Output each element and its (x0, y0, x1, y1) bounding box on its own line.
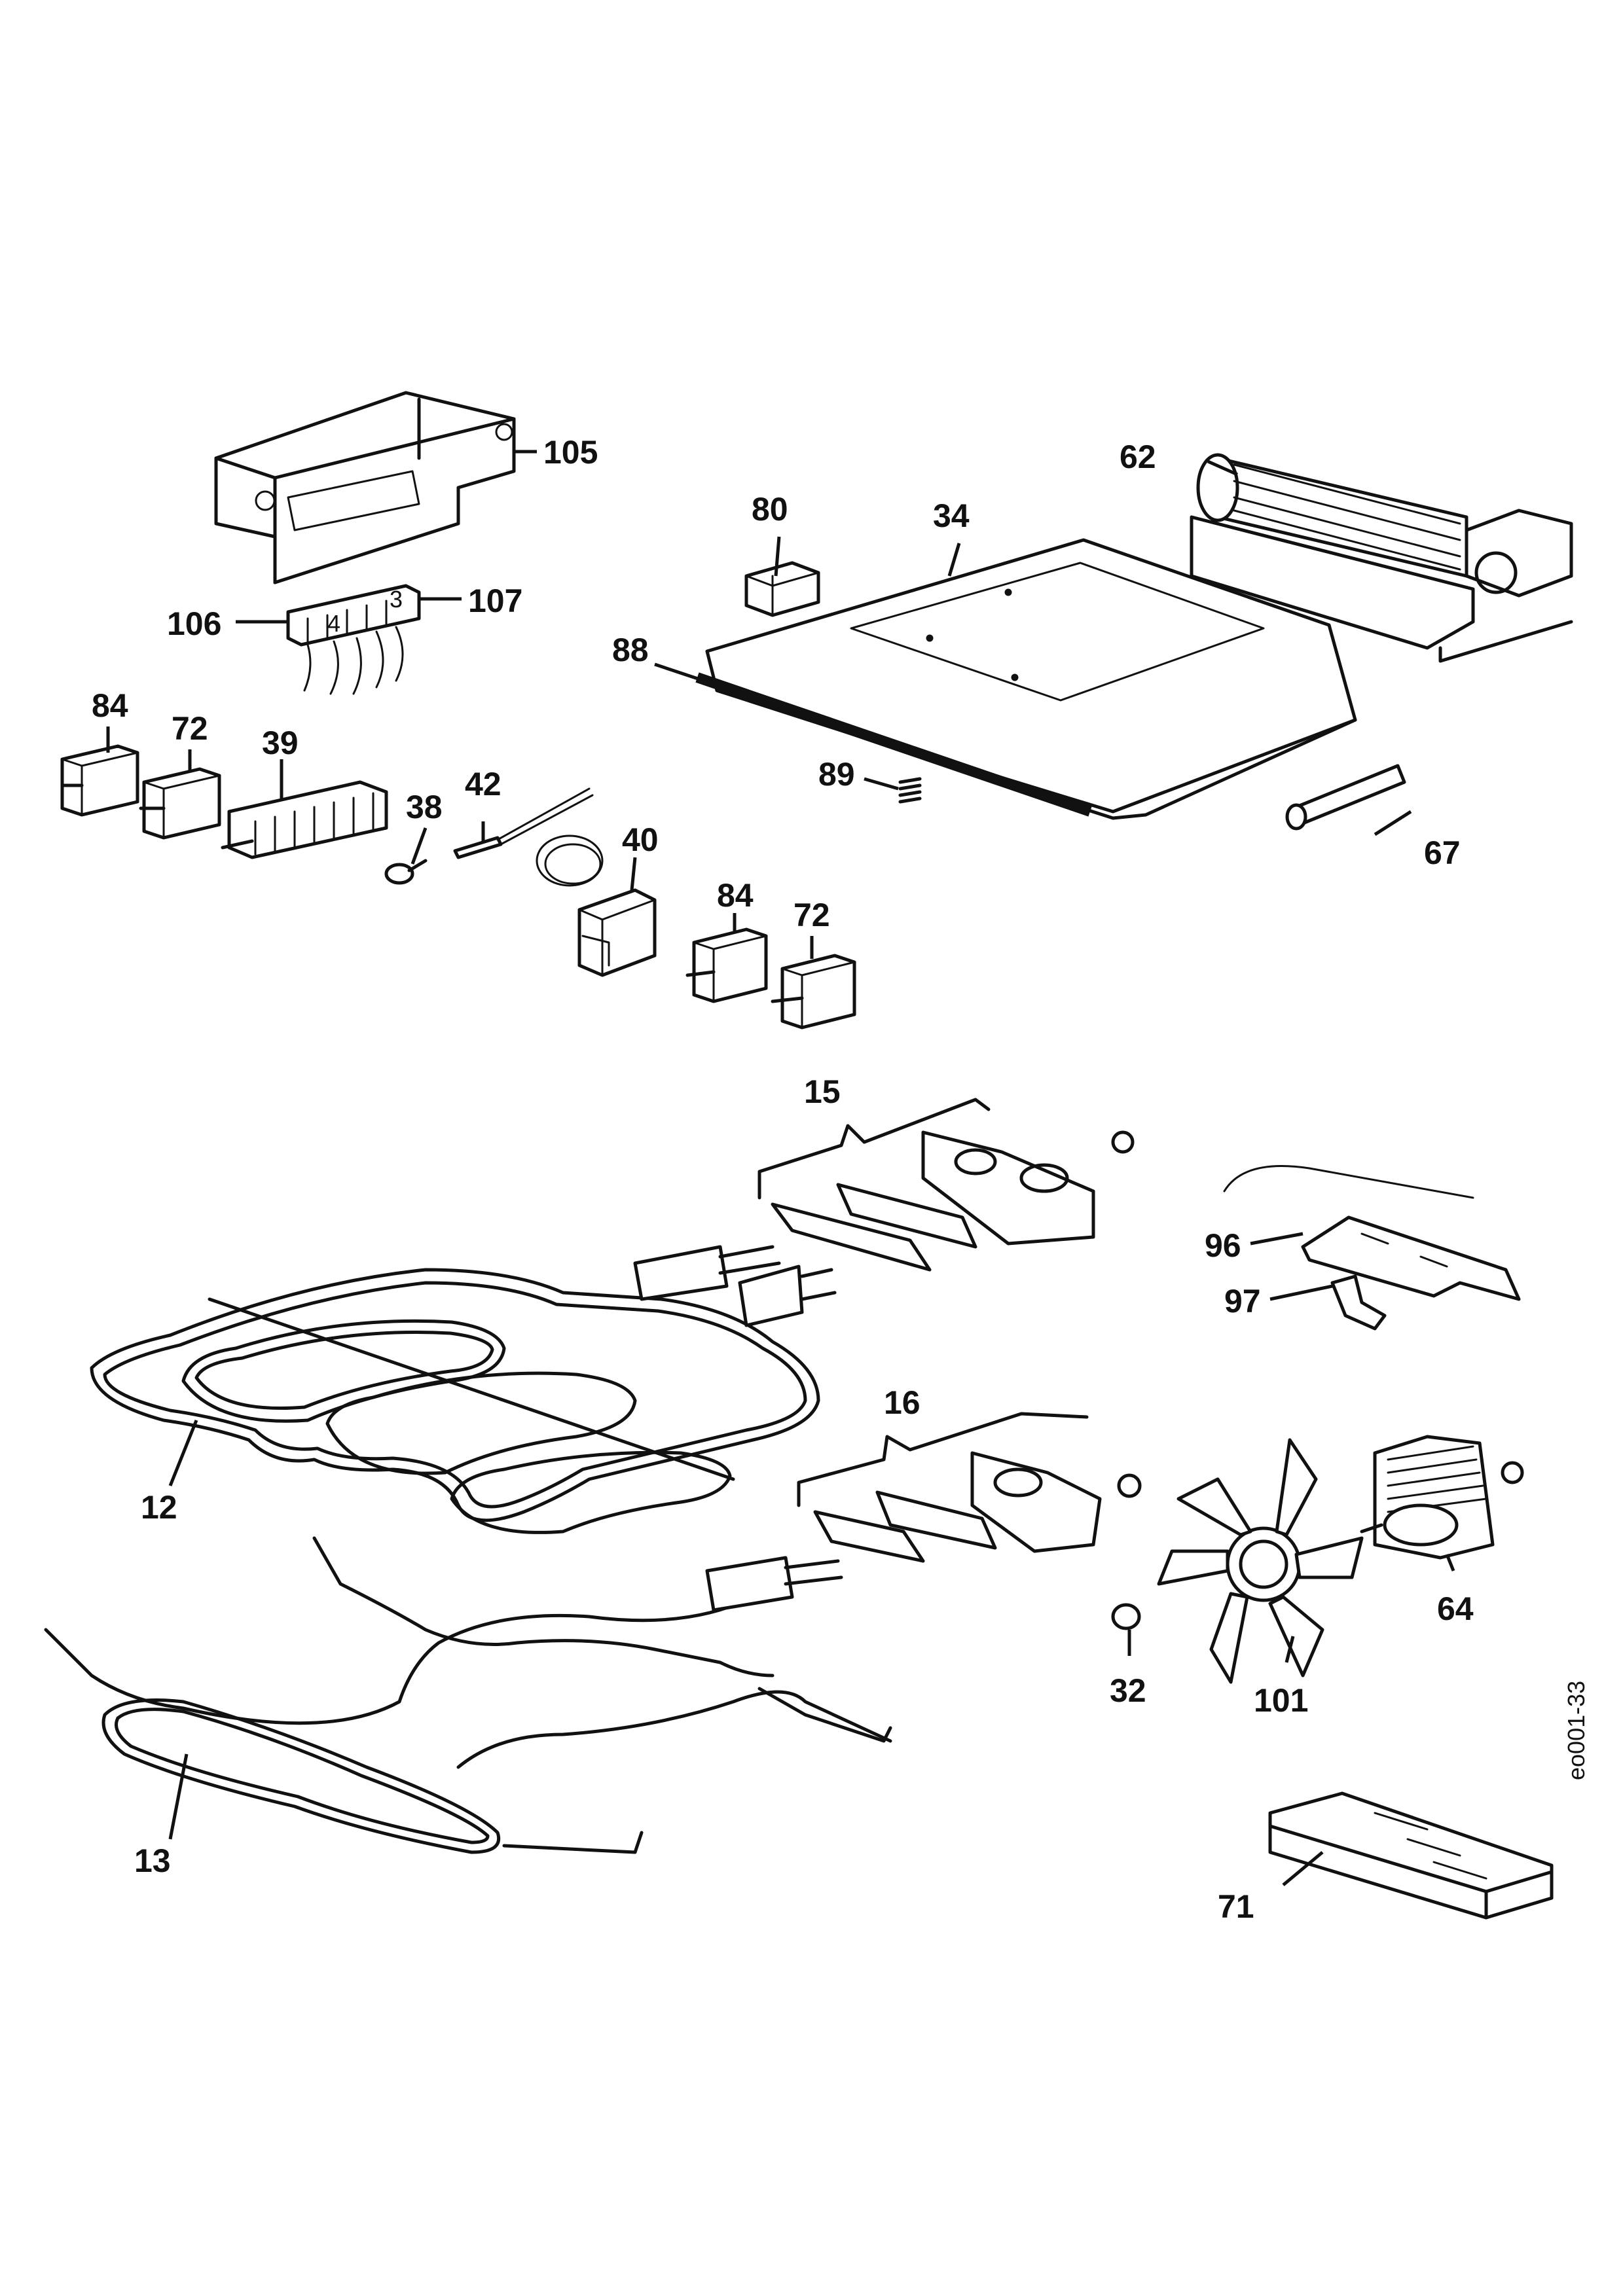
callout-labels: 105 62 80 34 106 107 88 84 72 39 38 42 4… (92, 434, 1474, 1925)
callout-16: 16 (884, 1384, 921, 1421)
part-105-cover-box (214, 391, 516, 584)
part-89-spring (898, 777, 922, 804)
svg-text:3: 3 (390, 586, 403, 613)
part-88-gasket-strip (695, 672, 1092, 817)
callout-40: 40 (622, 821, 659, 858)
callout-107: 107 (468, 583, 522, 619)
part-101-fan-impeller (1157, 1438, 1364, 1684)
part-72-switch-right (771, 954, 856, 1030)
callout-89: 89 (818, 756, 855, 793)
part-40-thermostat (536, 834, 657, 977)
part-38-lamp (384, 859, 428, 885)
part-80-relay (744, 561, 820, 617)
callout-72a: 72 (172, 710, 208, 747)
callout-105: 105 (543, 434, 598, 471)
part-13-lower-element (44, 1536, 892, 1854)
part-62-tangential-fan (1190, 453, 1573, 663)
callout-64: 64 (1437, 1590, 1474, 1627)
callout-62: 62 (1120, 439, 1156, 475)
callout-12: 12 (141, 1489, 177, 1526)
callout-88: 88 (612, 632, 649, 668)
part-67-tube (1285, 764, 1406, 831)
part-71-filter-panel (1268, 1791, 1554, 1920)
part-42-sensor-probe (453, 787, 594, 859)
callout-96: 96 (1205, 1227, 1241, 1264)
callout-32: 32 (1110, 1672, 1146, 1709)
callout-97: 97 (1224, 1283, 1261, 1319)
part-12-grill-element (90, 1245, 837, 1534)
callout-39: 39 (262, 725, 299, 761)
callout-72b: 72 (793, 897, 830, 933)
part-16-connector-kit (797, 1412, 1142, 1563)
part-15-connector-kit (757, 1098, 1135, 1272)
part-84-switch-right (685, 927, 768, 1003)
part-97-clip (1330, 1274, 1387, 1331)
callout-34: 34 (933, 497, 970, 534)
callout-106: 106 (167, 605, 221, 642)
callout-71: 71 (1218, 1888, 1254, 1925)
part-72-switch-left (139, 767, 221, 840)
svg-text:4: 4 (327, 610, 340, 637)
part-39-selector-switch (221, 780, 388, 859)
callout-101: 101 (1254, 1682, 1308, 1719)
part-106-107-terminal-block: 4 3 (286, 584, 421, 695)
callout-15: 15 (804, 1073, 841, 1110)
callout-67: 67 (1424, 834, 1461, 871)
callout-42: 42 (465, 766, 501, 802)
drawing-code: eo001-33 (1563, 1681, 1590, 1780)
callout-80: 80 (752, 491, 788, 528)
part-84-switch-left (60, 744, 139, 817)
callout-84b: 84 (717, 877, 754, 914)
part-32-nut (1111, 1603, 1141, 1630)
part-64-fan-motor (1360, 1435, 1524, 1560)
callout-38: 38 (406, 789, 443, 825)
leader-lines (106, 450, 1455, 1886)
callout-13: 13 (134, 1842, 171, 1879)
part-96-bracket (1223, 1165, 1521, 1301)
callout-84a: 84 (92, 687, 128, 724)
